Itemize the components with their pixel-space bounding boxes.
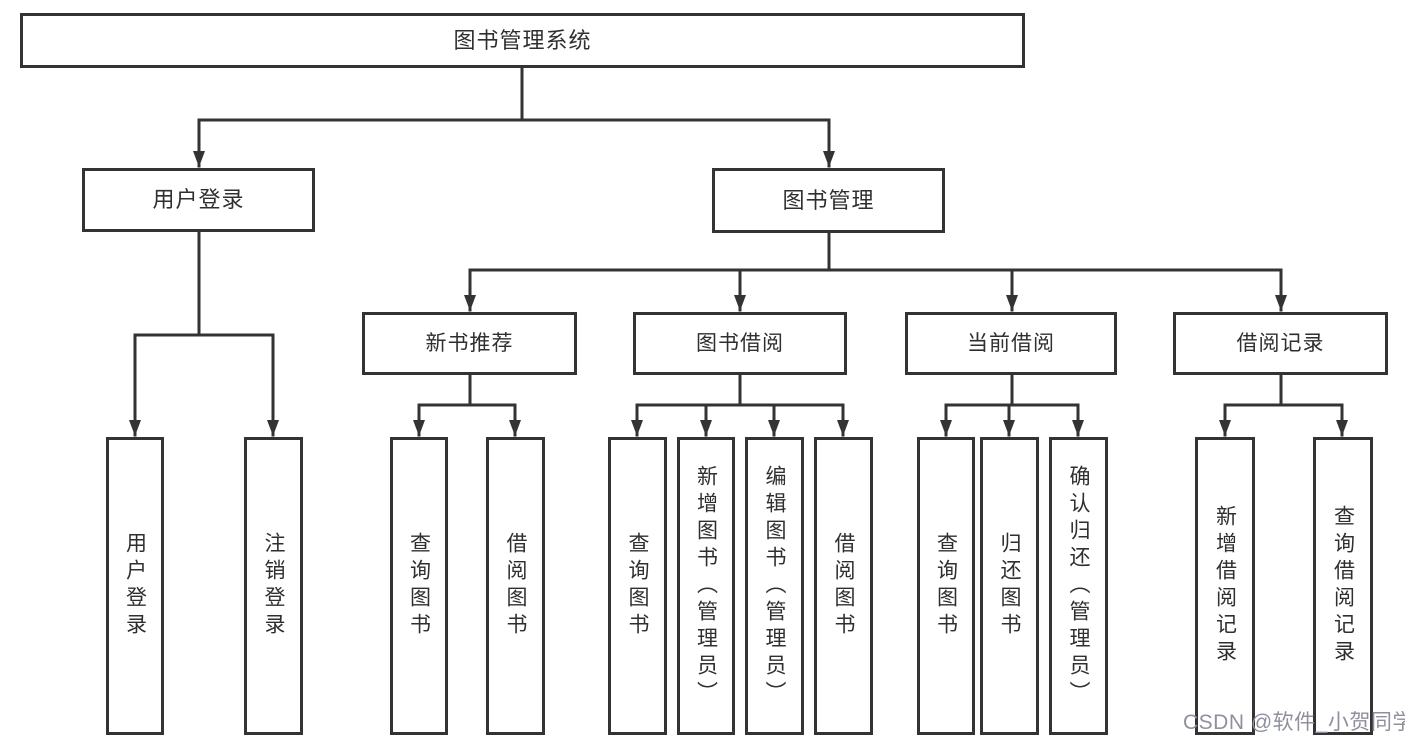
leaf-label: 新增图书（管理员） (694, 464, 718, 708)
node-new-book-recommend-label: 新书推荐 (425, 332, 514, 355)
leaf-label: 确认归还（管理员） (1067, 464, 1090, 708)
node-current-borrowing: 当前借阅 (905, 312, 1117, 375)
connector-book-borrowing-to-leaves (631, 373, 849, 437)
node-root: 图书管理系统 (20, 13, 1025, 68)
node-leaf-add-books-admin: 新增图书（管理员） (677, 437, 735, 735)
csdn-watermark: CSDN @软件_小贺同学 (1183, 711, 1405, 734)
node-borrow-records: 借阅记录 (1173, 312, 1388, 375)
leaf-label: 注销登录 (262, 532, 285, 640)
leaf-label: 查询图书 (407, 532, 431, 640)
node-leaf-query-books-recommend: 查询图书 (390, 437, 448, 735)
node-leaf-borrow-books-recommend: 借阅图书 (486, 437, 545, 735)
leaf-label: 新增借阅记录 (1213, 505, 1237, 667)
node-book-borrowing: 图书借阅 (633, 312, 847, 375)
connector-user-login-to-leaves (129, 230, 279, 437)
leaf-label: 归还图书 (998, 532, 1021, 640)
node-leaf-logout-action: 注销登录 (244, 437, 303, 735)
node-leaf-query-borrow-record: 查询借阅记录 (1313, 437, 1373, 735)
node-root-label: 图书管理系统 (453, 27, 592, 53)
node-book-management-label: 图书管理 (782, 187, 875, 213)
node-leaf-confirm-return-admin: 确认归还（管理员） (1049, 437, 1108, 735)
node-leaf-edit-books-admin: 编辑图书（管理员） (745, 437, 804, 735)
node-leaf-user-login-action: 用户登录 (106, 437, 164, 735)
node-borrow-records-label: 借阅记录 (1236, 332, 1325, 355)
leaf-label: 查询借阅记录 (1331, 505, 1355, 667)
leaf-label: 查询图书 (934, 532, 958, 640)
leaf-label: 查询图书 (626, 532, 649, 640)
node-leaf-borrow-books-borrowing: 借阅图书 (814, 437, 873, 735)
node-leaf-query-books-borrowing: 查询图书 (608, 437, 667, 735)
connector-current-borrowing-to-leaves (940, 373, 1084, 437)
leaf-label: 用户登录 (123, 532, 147, 640)
connector-book-management-to-level2 (464, 231, 1287, 312)
node-new-book-recommend: 新书推荐 (362, 312, 577, 375)
node-current-borrowing-label: 当前借阅 (967, 332, 1055, 355)
connector-root-to-level1 (193, 66, 835, 168)
node-book-management: 图书管理 (712, 168, 945, 233)
node-leaf-add-borrow-record: 新增借阅记录 (1195, 437, 1255, 735)
leaf-label: 借阅图书 (504, 532, 527, 640)
connector-new-book-recommend-to-leaves (413, 373, 521, 437)
node-book-borrowing-label: 图书借阅 (696, 332, 784, 355)
node-leaf-query-books-current: 查询图书 (917, 437, 975, 735)
connector-borrow-records-to-leaves (1219, 373, 1348, 437)
node-user-login-label: 用户登录 (152, 187, 245, 212)
leaf-label: 编辑图书（管理员） (763, 464, 786, 708)
leaf-label: 借阅图书 (832, 532, 855, 640)
node-leaf-return-books: 归还图书 (980, 437, 1039, 735)
node-user-login: 用户登录 (82, 168, 315, 232)
